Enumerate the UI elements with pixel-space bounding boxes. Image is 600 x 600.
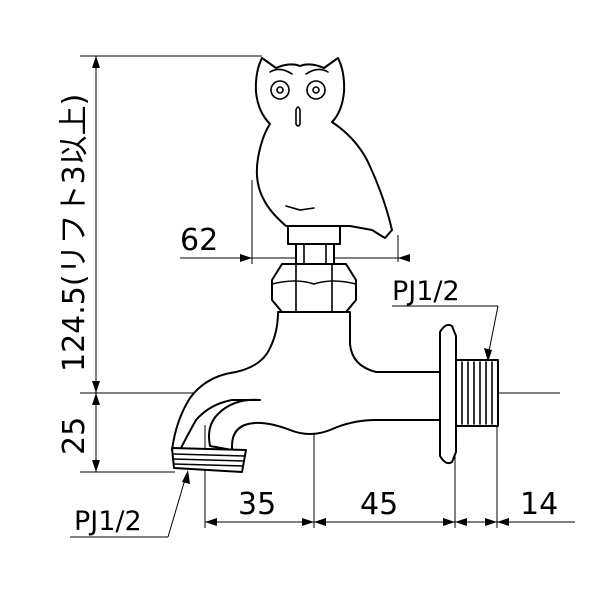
owl-left-pupil: [276, 86, 284, 94]
dim-horiz-spout: 35: [238, 487, 276, 522]
flange-plate: [439, 323, 457, 465]
label-outlet-thread: PJ1/2: [74, 506, 142, 537]
wall-flange: [439, 323, 457, 465]
owl-handle: [254, 57, 393, 239]
owl-beak: [295, 106, 301, 127]
owl-left-brow: [269, 68, 293, 75]
dim-height-spout: 25: [57, 417, 92, 455]
dim-horiz-body: 45: [360, 487, 398, 522]
owl-left-eye: [270, 80, 290, 100]
inlet-thread-body: [455, 359, 499, 427]
inlet-thread: [455, 359, 499, 427]
owl-foot-line: [285, 205, 315, 211]
nut-outline: [271, 263, 357, 313]
hex-nut: [271, 263, 357, 313]
owl-body-outline: [254, 57, 393, 239]
arrowheads: [92, 56, 509, 526]
owl-right-eye: [306, 80, 326, 100]
stem-collar: [287, 225, 341, 245]
outlet-leader: [167, 475, 187, 538]
owl-right-pupil: [312, 86, 320, 94]
spout-outlet: [171, 447, 247, 473]
faucet-body: [171, 311, 441, 451]
valve-stem: [287, 225, 341, 265]
leader-lines: [70, 305, 499, 538]
body-outline: [171, 311, 441, 451]
stem-neck: [295, 243, 335, 265]
dim-horiz-thread: 14: [520, 487, 558, 522]
label-inlet-thread: PJ1/2: [392, 276, 460, 307]
dim-top-width: 62: [180, 223, 218, 258]
dim-height-total: 124.5(リフト3以上): [57, 94, 92, 372]
inlet-leader: [487, 305, 499, 357]
owl-right-brow: [305, 68, 329, 75]
